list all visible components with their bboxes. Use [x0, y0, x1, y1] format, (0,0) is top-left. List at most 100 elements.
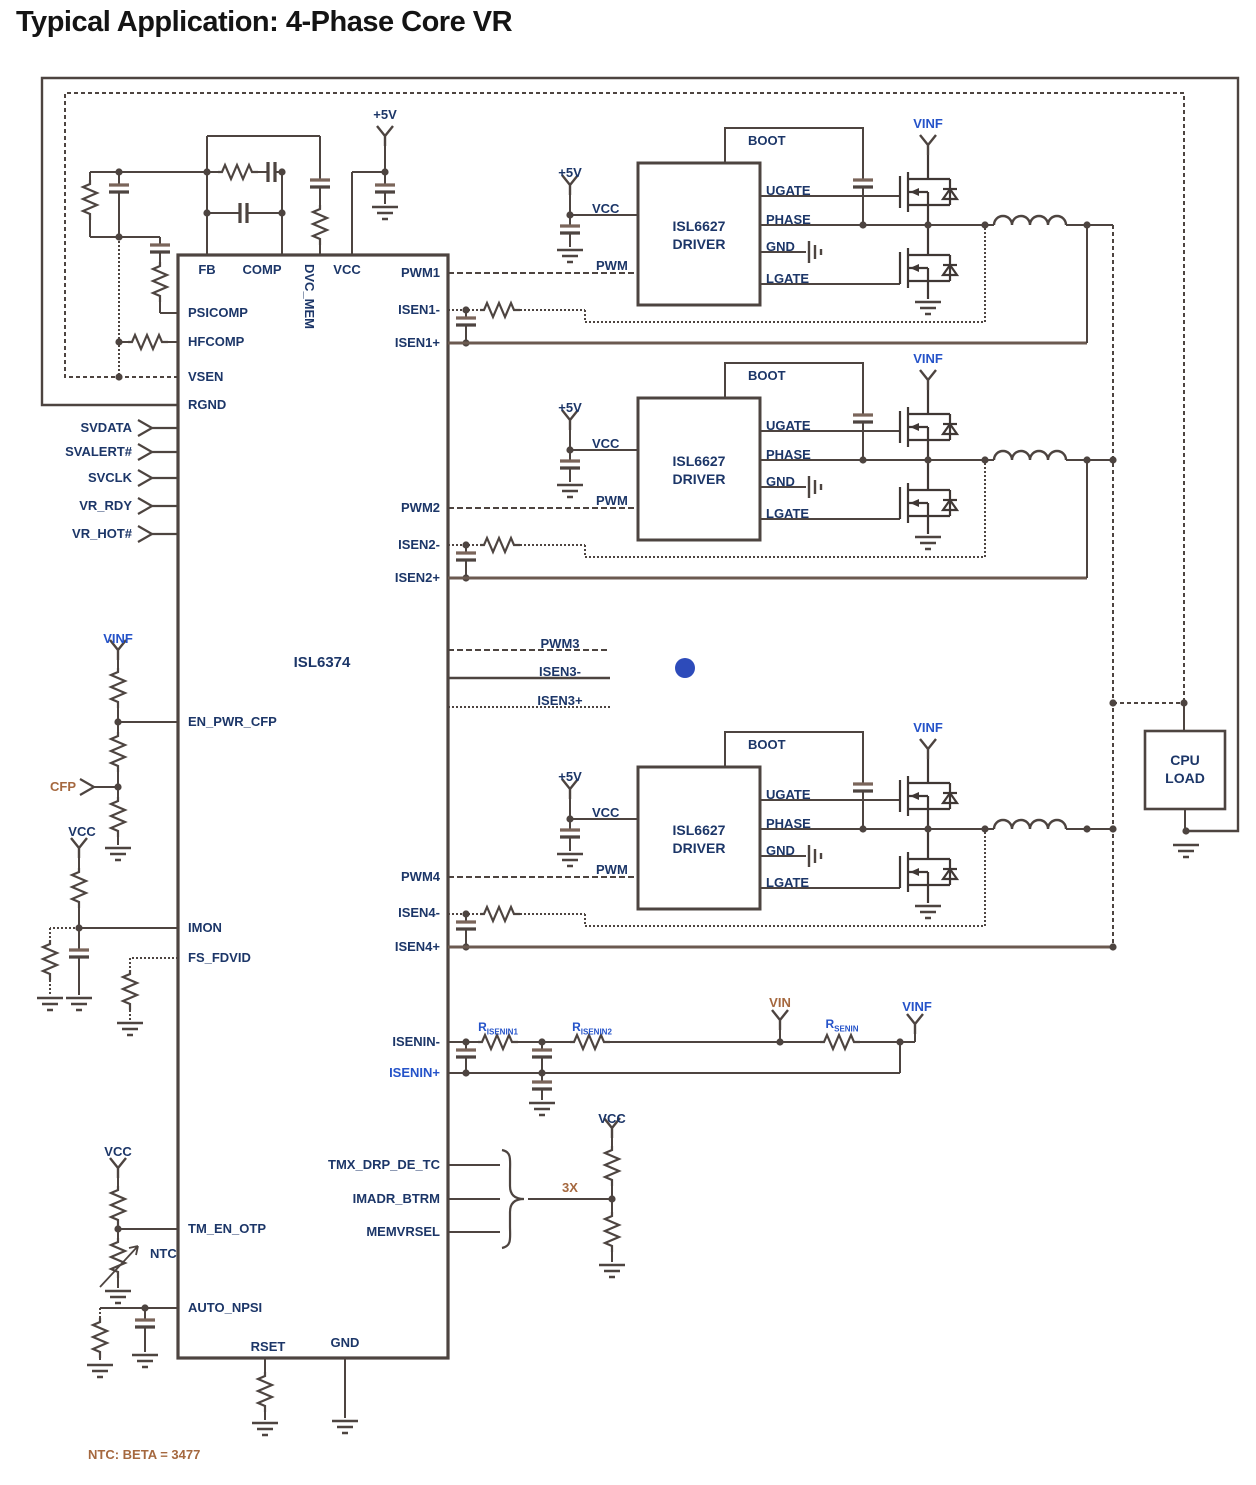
input-label-svdata: SVDATA [80, 420, 132, 435]
drv4-lgate-label: LGATE [766, 875, 810, 890]
vcc-label-imon: VCC [68, 824, 96, 839]
drv2-gnd-label: GND [766, 474, 795, 489]
pin-label-bottom-gnd: GND [330, 1335, 360, 1350]
main-ic-box [176, 253, 450, 1360]
pin-label-iseninp: ISENIN+ [389, 1065, 440, 1080]
pin-label-dvc-mem: DVC_MEM [302, 264, 317, 330]
imon-network [35, 836, 178, 1037]
pin-label-iseninm: ISENIN- [392, 1034, 440, 1049]
driver-phase-2 [448, 363, 1113, 582]
main-ic-name: ISL6374 [293, 654, 351, 671]
drv1-plus5v-label: +5V [558, 165, 582, 180]
ntc-label: NTC [150, 1246, 177, 1261]
pin-label-isen1p: ISEN1+ [394, 335, 440, 350]
cfp-label: CFP [50, 779, 76, 794]
drv1-boot-label: BOOT [748, 133, 786, 148]
drv1-pwm-label: PWM [596, 258, 628, 273]
drv4-vcc-label: VCC [592, 805, 620, 820]
drv4-gnd-label: GND [766, 843, 795, 858]
output-rail [1108, 225, 1189, 952]
drv1-vinf-label: VINF [913, 116, 943, 131]
svid-input-wires [136, 418, 178, 544]
vinf-label-enpwr: VINF [103, 631, 133, 646]
pin-label-auto-npsi: AUTO_NPSI [188, 1300, 263, 1315]
three-x-network [448, 1116, 627, 1279]
drv2-ugate-label: UGATE [766, 418, 811, 433]
drv2-lgate-label: LGATE [766, 506, 810, 521]
pin-label-pwm1: PWM1 [401, 265, 440, 280]
pin-label-isen3p: ISEN3+ [537, 693, 583, 708]
pin-label-vsen: VSEN [188, 369, 224, 384]
phase3-ellipsis-dot [675, 658, 695, 678]
isenin-network [448, 1008, 925, 1117]
drv1-gnd-label: GND [766, 239, 795, 254]
r-isenin2-label: RISENIN2 [572, 1020, 612, 1037]
drv1-lgate-label: LGATE [766, 271, 810, 286]
input-label-svclk: SVCLK [87, 470, 132, 485]
driver-phase-1 [448, 128, 1113, 347]
drv4-plus5v-label: +5V [558, 769, 582, 784]
input-label-vr-hot: VR_HOT# [72, 526, 132, 541]
input-label-svalert: SVALERT# [65, 444, 132, 459]
drv4-ugate-label: UGATE [766, 787, 811, 802]
en-pwr-cfp-network [78, 638, 178, 862]
page-title: Typical Application: 4-Phase Core VR [16, 6, 513, 38]
pin-label-isen3m: ISEN3- [539, 664, 581, 679]
pin-label-tmx: TMX_DRP_DE_TC [328, 1157, 440, 1172]
drv2-pwm-label: PWM [596, 493, 628, 508]
drv2-phase-label: PHASE [766, 447, 811, 462]
pin-label-tm-en-otp: TM_EN_OTP [188, 1221, 267, 1236]
pin-label-pwm2: PWM2 [401, 500, 440, 515]
drv4-phase-label: PHASE [766, 816, 811, 831]
compensation-network [81, 124, 400, 382]
drv4-boot-label: BOOT [748, 737, 786, 752]
drv2-boot-label: BOOT [748, 368, 786, 383]
pin-label-rset: RSET [250, 1339, 286, 1354]
pin-label-hfcomp: HFCOMP [188, 334, 245, 349]
ntc-network [85, 1156, 178, 1379]
vcc-label-3x: VCC [598, 1111, 626, 1126]
pin-label-imadr: IMADR_BTRM [352, 1191, 440, 1206]
pin-label-en-pwr-cfp: EN_PWR_CFP [188, 714, 277, 729]
supply-label-plus5v: +5V [373, 107, 397, 122]
phase3-stubs [448, 649, 695, 708]
cpu-load-block [1143, 703, 1238, 859]
pin-label-isen1m: ISEN1- [398, 302, 440, 317]
rset-gnd-network [250, 1358, 360, 1437]
drv1-vcc-label: VCC [592, 201, 620, 216]
pin-label-vcc: VCC [333, 262, 361, 277]
vin-label: VIN [769, 995, 791, 1010]
pin-label-isen2m: ISEN2- [398, 537, 440, 552]
drv2-vinf-label: VINF [913, 351, 943, 366]
pin-label-comp: COMP [242, 262, 282, 277]
drv1-phase-label: PHASE [766, 212, 811, 227]
drv1-ugate-label: UGATE [766, 183, 811, 198]
pin-label-fs-fdvid: FS_FDVID [188, 950, 251, 965]
pin-label-isen2p: ISEN2+ [394, 570, 440, 585]
input-label-vr-rdy: VR_RDY [79, 498, 132, 513]
pin-label-pwm3: PWM3 [540, 636, 580, 651]
pin-label-rgnd: RGND [188, 397, 227, 412]
three-x-label: 3X [562, 1180, 578, 1195]
drv4-pwm-label: PWM [596, 862, 628, 877]
vinf-label-isenin: VINF [902, 999, 932, 1014]
r-isenin1-label: RISENIN1 [478, 1020, 518, 1037]
drv2-plus5v-label: +5V [558, 400, 582, 415]
vcc-label-ntc: VCC [104, 1144, 132, 1159]
r-senin-label: RSENIN [825, 1017, 859, 1034]
drv4-vinf-label: VINF [913, 720, 943, 735]
drv2-vcc-label: VCC [592, 436, 620, 451]
pin-label-psicomp: PSICOMP [188, 305, 248, 320]
driver-phase-4 [448, 732, 1113, 951]
pin-label-fb: FB [198, 262, 216, 277]
pin-label-pwm4: PWM4 [401, 869, 440, 884]
pin-label-imon: IMON [188, 920, 222, 935]
pin-label-isen4m: ISEN4- [398, 905, 440, 920]
ntc-beta-note: NTC: BETA = 3477 [88, 1447, 201, 1462]
